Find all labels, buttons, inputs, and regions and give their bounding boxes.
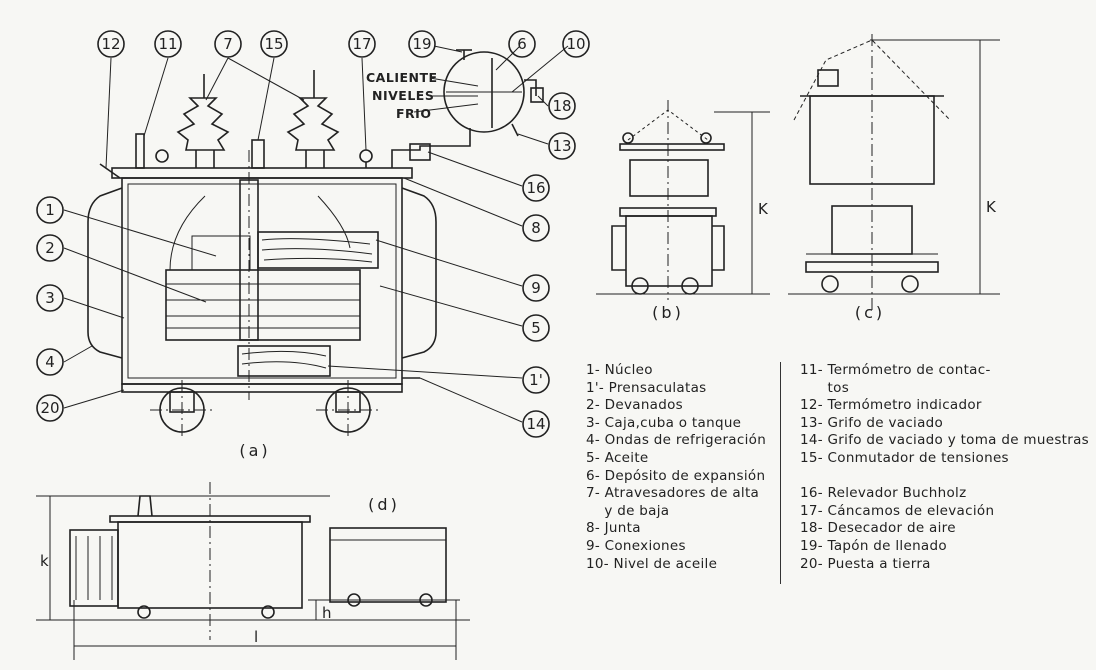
- legend-item: 16- Relevador Buchholz: [800, 485, 967, 502]
- view-a-drawing: [87, 49, 544, 440]
- svg-text:13: 13: [552, 137, 571, 155]
- callout-18: 18: [548, 92, 576, 120]
- legend-item: 20- Puesta a tierra: [800, 555, 931, 572]
- callout-8: 8: [522, 214, 550, 242]
- view-d-label: (d): [368, 495, 400, 514]
- legend-left: 1- Núcleo 1'- Prensaculatas 2- Devanados…: [586, 362, 766, 573]
- svg-text:6: 6: [517, 35, 527, 53]
- svg-text:1': 1': [529, 371, 543, 389]
- bushing-low: [176, 74, 230, 168]
- svg-text:9: 9: [531, 279, 541, 297]
- legend-item: 1- Núcleo: [586, 362, 653, 378]
- legend-item: 11- Termómetro de contac-: [800, 362, 991, 378]
- legend-item: 12- Termómetro indicador: [800, 397, 982, 414]
- svg-text:17: 17: [352, 35, 371, 53]
- svg-text:3: 3: [45, 289, 55, 307]
- view-d-dim-h: h: [322, 604, 332, 622]
- view-d-dim-l: l: [254, 628, 258, 646]
- callout-15: 15: [260, 30, 288, 58]
- legend-item: 5- Aceite: [586, 449, 649, 466]
- label-niveles: NIVELES: [372, 88, 434, 103]
- view-b-label: (b): [652, 303, 684, 322]
- legend-item: 15- Conmutador de tensiones: [800, 449, 1009, 466]
- callout-19: 19: [408, 30, 436, 58]
- label-frio: FRIO: [396, 106, 431, 121]
- callout-1-prime: 1': [522, 366, 550, 394]
- label-caliente: CALIENTE: [366, 70, 438, 85]
- legend-item: 13- Grifo de vaciado: [800, 414, 944, 431]
- legend-item: 6- Depósito de expansión: [586, 467, 766, 484]
- callouts: 12 11 7 15 17 19 6 10 18 13 16 8 9 5 1' …: [36, 30, 590, 438]
- callout-7: 7: [214, 30, 242, 58]
- svg-text:11: 11: [158, 35, 177, 53]
- svg-text:15: 15: [264, 35, 283, 53]
- bushing-high: [286, 70, 340, 168]
- svg-text:14: 14: [526, 415, 545, 433]
- legend-item: 4- Ondas de refrigeración: [586, 432, 767, 449]
- legend-item: 9- Conexiones: [586, 537, 686, 554]
- callout-11: 11: [154, 30, 182, 58]
- svg-text:10: 10: [566, 35, 585, 53]
- legend-item: 18- Desecador de aire: [800, 520, 956, 537]
- oil-level-labels: CALIENTE NIVELES FRIO: [366, 70, 479, 121]
- callout-1: 1: [36, 196, 64, 224]
- svg-text:18: 18: [552, 97, 571, 115]
- legend-item: 1'- Prensaculatas: [586, 379, 707, 396]
- callout-12: 12: [97, 30, 125, 58]
- legend-right: 11- Termómetro de contac- tos 12- Termóm…: [800, 362, 1089, 573]
- callout-5: 5: [522, 314, 550, 342]
- legend-item: tos: [800, 379, 850, 396]
- callout-17: 17: [348, 30, 376, 58]
- callout-leaders: [63, 45, 569, 423]
- svg-text:4: 4: [45, 353, 55, 371]
- legend-item: 14- Grifo de vaciado y toma de muestras: [800, 432, 1090, 449]
- view-b-drawing: [596, 100, 770, 300]
- legend-divider: [780, 362, 781, 584]
- callout-20: 20: [36, 394, 64, 422]
- svg-text:20: 20: [40, 399, 59, 417]
- view-c-label: (c): [855, 303, 885, 322]
- view-c-drawing: [788, 34, 1000, 310]
- view-a-label: (a): [239, 441, 270, 460]
- legend-item: y de baja: [586, 502, 670, 519]
- svg-text:8: 8: [531, 219, 541, 237]
- callout-3: 3: [36, 284, 64, 312]
- legend-item: 19- Tapón de llenado: [800, 537, 947, 554]
- svg-text:7: 7: [223, 35, 233, 53]
- callout-2: 2: [36, 234, 64, 262]
- legend-item: 7- Atravesadores de alta: [586, 485, 760, 502]
- callout-9: 9: [522, 274, 550, 302]
- svg-text:5: 5: [531, 319, 541, 337]
- svg-text:12: 12: [101, 35, 120, 53]
- callout-10: 10: [562, 30, 590, 58]
- legend-item: [800, 468, 1089, 486]
- svg-text:1: 1: [45, 201, 55, 219]
- svg-text:19: 19: [412, 35, 431, 53]
- view-b-dim-k: K: [758, 200, 769, 218]
- svg-text:2: 2: [45, 239, 55, 257]
- callout-4: 4: [36, 348, 64, 376]
- legend-item: 8- Junta: [586, 520, 641, 537]
- callout-16: 16: [522, 174, 550, 202]
- callout-6: 6: [508, 30, 536, 58]
- svg-text:16: 16: [526, 179, 545, 197]
- view-d-drawing: [36, 482, 470, 660]
- view-c-dim-k: K: [986, 198, 997, 216]
- callout-14: 14: [522, 410, 550, 438]
- callout-13: 13: [548, 132, 576, 160]
- view-d-dim-k: k: [40, 552, 49, 570]
- legend-item: 2- Devanados: [586, 397, 684, 414]
- legend-item: 10- Nivel de aceile: [586, 555, 718, 572]
- legend-item: 17- Cáncamos de elevación: [800, 502, 995, 519]
- legend-item: 3- Caja,cuba o tanque: [586, 414, 742, 431]
